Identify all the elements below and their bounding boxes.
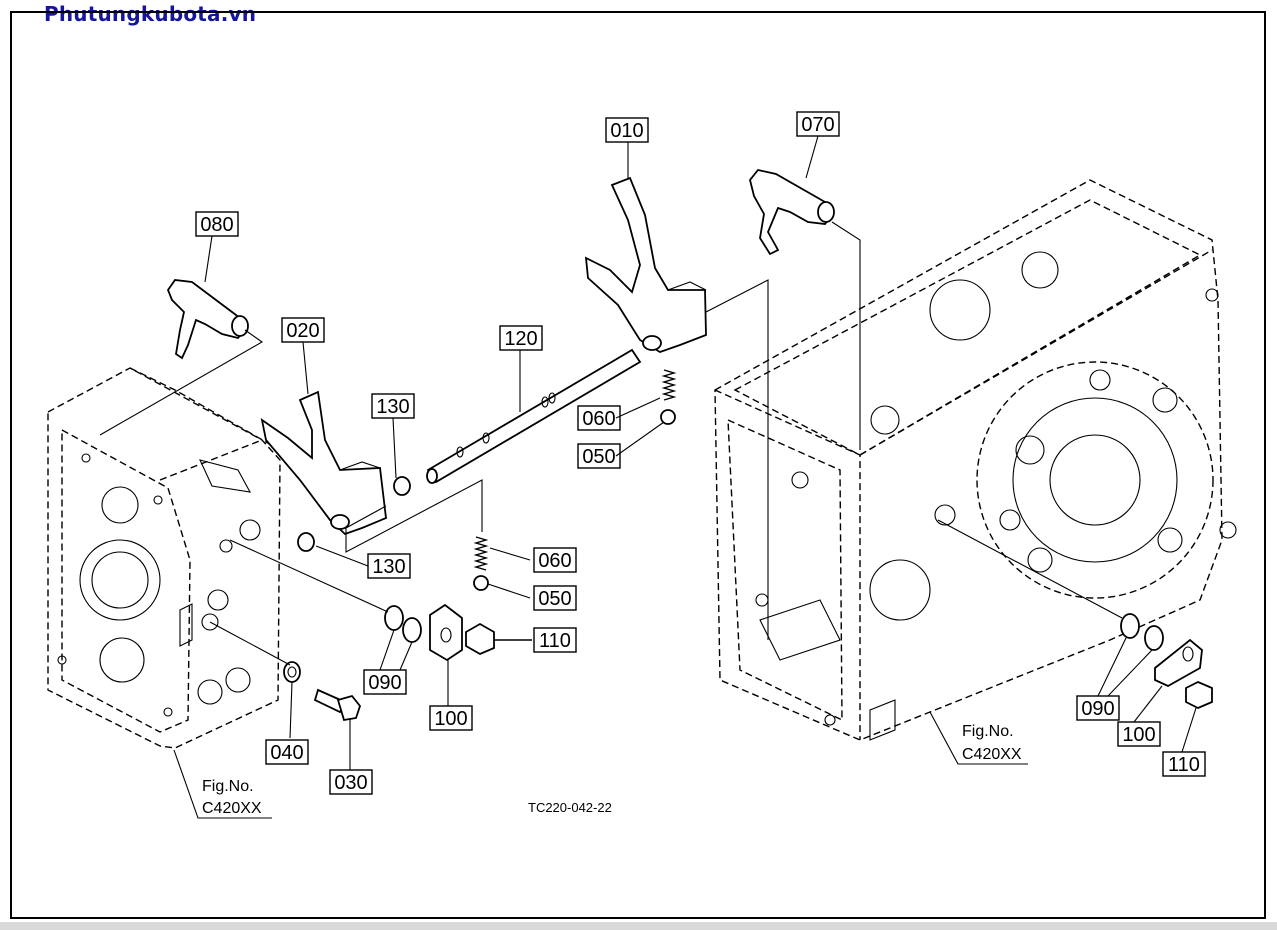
shift-shaft-120 bbox=[426, 348, 642, 484]
o-ring-090-left-a bbox=[384, 605, 404, 631]
bolt-110-left bbox=[465, 622, 532, 656]
fig-ref-left-line2: C420XX bbox=[202, 800, 262, 817]
shift-lever-080 bbox=[166, 279, 249, 360]
fig-ref-right-line1: Fig.No. bbox=[962, 723, 1014, 740]
shift-fork-010 bbox=[584, 176, 707, 353]
fig-ref-left: Fig.No. C420XX bbox=[202, 778, 262, 817]
part-label-010: 010 bbox=[610, 120, 643, 142]
washer-040 bbox=[283, 661, 301, 683]
plug-bolt-030 bbox=[313, 688, 362, 722]
o-ring-090-right-b bbox=[1144, 625, 1164, 651]
o-ring-090-right-a bbox=[1120, 613, 1140, 639]
part-label-110-left: 110 bbox=[539, 630, 571, 652]
leader-lines bbox=[99, 135, 1197, 819]
window-bottom-edge bbox=[0, 922, 1277, 930]
part-label-090-right: 090 bbox=[1081, 698, 1114, 720]
part-label-100-right: 100 bbox=[1122, 724, 1155, 746]
plate-100-right bbox=[1154, 638, 1203, 688]
bolt-110-right bbox=[1185, 681, 1213, 709]
part-label-120: 120 bbox=[504, 328, 537, 350]
fig-ref-left-line1: Fig.No. bbox=[202, 778, 254, 795]
part-label-080: 080 bbox=[200, 214, 233, 236]
fig-ref-right-line2: C420XX bbox=[962, 746, 1022, 763]
ball-050-lower bbox=[473, 575, 489, 591]
part-label-130-lower: 130 bbox=[372, 556, 405, 578]
shift-fork-020 bbox=[260, 390, 387, 536]
spring-060-upper bbox=[661, 369, 677, 401]
right-transmission-housing bbox=[714, 179, 1237, 741]
plate-100-left bbox=[429, 603, 463, 662]
part-label-130-upper: 130 bbox=[376, 396, 409, 418]
shift-lever-070 bbox=[749, 168, 835, 256]
part-label-060-lower: 060 bbox=[538, 550, 571, 572]
part-label-110-right: 110 bbox=[1168, 754, 1200, 776]
part-label-030: 030 bbox=[334, 772, 367, 794]
part-label-040: 040 bbox=[270, 742, 303, 764]
part-labels: 010 070 080 020 120 130 060 050 130 060 … bbox=[200, 114, 1200, 794]
part-label-boxes bbox=[195, 111, 1206, 795]
spring-060-lower bbox=[473, 536, 489, 571]
snap-ring-130-lower bbox=[297, 532, 315, 552]
part-label-100-left: 100 bbox=[434, 708, 467, 730]
diagram-frame bbox=[10, 11, 1266, 919]
ball-050-upper bbox=[660, 409, 676, 425]
part-label-090-left: 090 bbox=[368, 672, 401, 694]
left-transmission-housing bbox=[47, 367, 281, 749]
diagram-reference-code: TC220-042-22 bbox=[528, 800, 612, 815]
part-label-050-upper: 050 bbox=[582, 446, 615, 468]
part-label-070: 070 bbox=[801, 114, 834, 136]
brand-watermark: Phutungkubota.vn bbox=[44, 2, 257, 26]
fig-ref-right: Fig.No. C420XX bbox=[962, 723, 1022, 763]
snap-ring-130-upper bbox=[393, 476, 411, 496]
part-label-020: 020 bbox=[286, 320, 319, 342]
part-label-050-lower: 050 bbox=[538, 588, 571, 610]
o-ring-090-left-b bbox=[402, 617, 422, 643]
part-label-060-upper: 060 bbox=[582, 408, 615, 430]
